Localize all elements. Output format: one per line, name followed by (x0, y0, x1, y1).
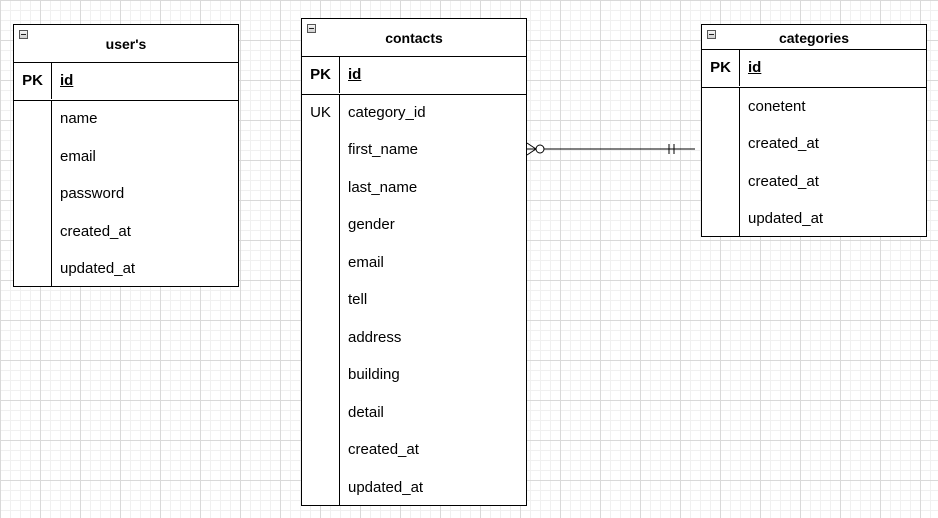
attribute[interactable]: last_name (348, 179, 418, 196)
attribute[interactable]: updated_at (748, 210, 824, 227)
attribute[interactable]: first_name (348, 141, 419, 158)
collapse-icon[interactable] (707, 30, 716, 39)
key-divider (339, 57, 340, 93)
entity-header[interactable]: user's (14, 25, 238, 63)
collapse-icon[interactable] (19, 30, 28, 39)
attribute[interactable]: conetent (748, 98, 806, 115)
attribute-list: name email password created_at updated_a… (14, 101, 238, 286)
attribute[interactable]: updated_at (348, 479, 424, 496)
pk-field: id (60, 72, 74, 89)
key-divider (739, 50, 740, 86)
attribute[interactable]: password (60, 185, 125, 202)
attribute[interactable]: address (348, 329, 402, 346)
attribute[interactable]: gender (348, 216, 395, 233)
entity-header[interactable]: categories (702, 25, 926, 50)
key-divider (51, 63, 52, 99)
attribute[interactable]: building (348, 366, 400, 383)
exactly-one-marker-icon (668, 144, 675, 154)
pk-label: PK (22, 72, 43, 89)
attribute[interactable]: email (60, 148, 96, 165)
key-divider (339, 95, 340, 505)
attribute[interactable]: tell (348, 291, 368, 308)
attribute-list: conetent created_at created_at updated_a… (702, 88, 926, 236)
attribute[interactable]: name (60, 110, 98, 127)
entity-title: user's (105, 36, 147, 52)
collapse-icon[interactable] (307, 24, 316, 33)
attribute-list: UK category_id first_name last_name gend… (302, 95, 526, 505)
entity-users[interactable]: user's PK id name email password created… (13, 24, 239, 287)
attribute[interactable]: created_at (348, 441, 419, 458)
uk-label: UK (310, 104, 331, 121)
key-divider (739, 88, 740, 236)
entity-categories[interactable]: categories PK id conetent created_at cre… (701, 24, 927, 237)
key-divider (51, 101, 52, 286)
zero-or-many-marker-icon (526, 142, 545, 156)
entity-header[interactable]: contacts (302, 19, 526, 57)
entity-title: categories (778, 30, 850, 46)
primary-key-row[interactable]: PK id (302, 57, 526, 95)
attribute[interactable]: created_at (748, 173, 819, 190)
attribute[interactable]: email (348, 254, 384, 271)
attribute[interactable]: category_id (348, 104, 426, 121)
primary-key-row[interactable]: PK id (702, 50, 926, 88)
pk-field: id (748, 59, 762, 76)
attribute[interactable]: updated_at (60, 260, 136, 277)
pk-label: PK (310, 66, 331, 83)
attribute[interactable]: created_at (748, 135, 819, 152)
pk-label: PK (710, 59, 731, 76)
entity-title: contacts (385, 30, 443, 46)
attribute[interactable]: detail (348, 404, 384, 421)
pk-field: id (348, 66, 362, 83)
entity-contacts[interactable]: contacts PK id UK category_id first_name… (301, 18, 527, 506)
attribute[interactable]: created_at (60, 223, 131, 240)
primary-key-row[interactable]: PK id (14, 63, 238, 101)
